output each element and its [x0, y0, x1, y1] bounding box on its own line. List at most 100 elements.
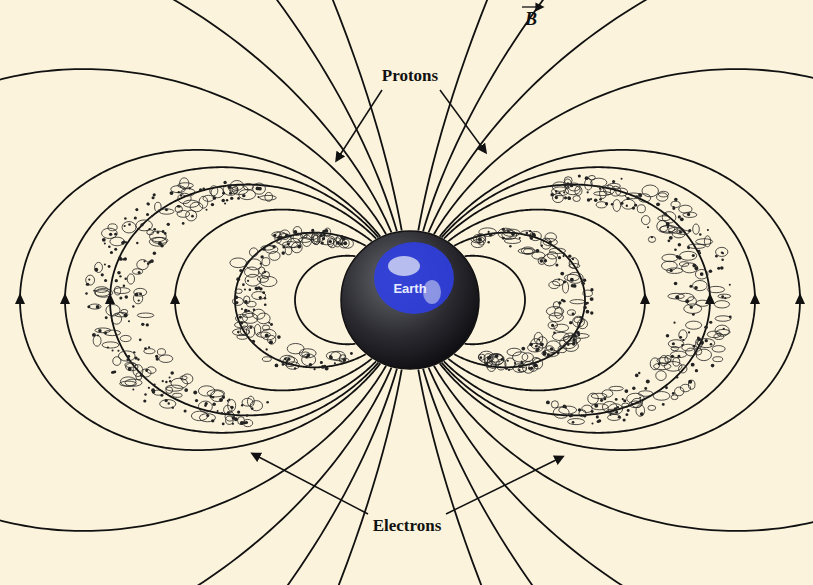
spiral-loop — [239, 189, 256, 199]
particle-dot — [691, 363, 695, 367]
spiral-loop — [653, 392, 670, 401]
particle-dot — [184, 410, 187, 413]
particle-dot — [210, 395, 213, 398]
particle-dot — [300, 233, 302, 235]
spiral-loop — [180, 376, 187, 380]
spiral-loop — [549, 281, 560, 288]
spiral-loop — [693, 280, 708, 290]
spiral-loop — [570, 300, 585, 304]
particle-dot — [321, 241, 324, 244]
particle-dot — [690, 306, 693, 309]
spiral-loop — [654, 363, 671, 370]
particle-dot — [195, 399, 198, 402]
spiral-loop — [133, 293, 142, 304]
particle-dot — [284, 358, 287, 361]
spiral-loop — [579, 410, 586, 417]
spiral-loop — [244, 267, 258, 277]
radiation-belts — [85, 174, 731, 426]
particle-dot — [146, 202, 149, 205]
particle-dot — [109, 233, 112, 236]
particle-dot — [245, 421, 248, 424]
particle-dot — [596, 415, 599, 418]
particle-dot — [567, 196, 570, 199]
particle-dot — [639, 397, 641, 399]
particle-dot — [561, 299, 564, 302]
particle-dot — [221, 199, 225, 203]
particle-dot — [535, 345, 538, 348]
spiral-loop — [714, 301, 729, 308]
spiral-loop — [244, 183, 254, 190]
particle-dot — [615, 398, 618, 401]
spiral-loop — [146, 367, 156, 374]
spiral-loop — [178, 183, 194, 188]
field-line — [0, 0, 391, 585]
particle-dot — [162, 230, 165, 233]
spiral-loop — [686, 348, 697, 356]
spiral-loop — [233, 297, 244, 305]
particle-dot — [568, 197, 571, 200]
particle-dot — [256, 186, 260, 190]
particle-dot — [586, 310, 590, 314]
particle-dot — [644, 387, 647, 390]
particle-dot — [666, 334, 670, 338]
particle-dot — [558, 279, 560, 281]
spiral-loop — [548, 322, 557, 329]
spiral-loop — [671, 201, 680, 207]
particle-dot — [138, 271, 141, 274]
spiral-loop — [210, 391, 224, 402]
spiral-loop — [339, 239, 350, 248]
particle-dot — [674, 198, 678, 202]
particle-dot — [205, 209, 207, 211]
particle-dot — [268, 322, 270, 324]
particle-dot — [104, 243, 106, 245]
particle-dot — [184, 388, 188, 392]
particle-dot — [230, 197, 233, 200]
particle-dot — [678, 243, 681, 246]
spiral-loop — [157, 349, 165, 356]
particle-dot — [112, 349, 114, 351]
spiral-loop — [704, 236, 710, 247]
particle-dot — [217, 410, 219, 412]
field-arrow — [170, 293, 180, 304]
particle-dot — [656, 202, 660, 206]
particle-label: Protons — [379, 66, 441, 86]
field-line — [0, 69, 386, 531]
particle-dot — [167, 223, 170, 226]
spiral-loop — [111, 314, 121, 325]
particle-dot — [594, 404, 598, 408]
spiral-loop — [542, 350, 559, 357]
spiral-loop — [513, 364, 527, 373]
spiral-loop — [488, 354, 503, 362]
spiral-loop — [552, 187, 569, 196]
spiral-loop — [280, 230, 290, 240]
particle-dot — [124, 225, 126, 227]
particle-dot — [568, 254, 571, 257]
particle-dot — [137, 358, 139, 360]
particle-dot — [572, 334, 574, 336]
spiral-loop — [658, 216, 671, 221]
particle-dot — [143, 399, 146, 402]
particle-dot — [615, 411, 618, 414]
particle-dot — [692, 313, 695, 316]
spiral-loop — [609, 386, 623, 390]
spiral-loop — [228, 400, 236, 412]
spiral-loop — [545, 233, 556, 242]
particle-dot — [249, 289, 252, 292]
particle-dot — [101, 273, 104, 276]
particle-dot — [507, 360, 509, 362]
particle-dot — [87, 305, 90, 308]
spiral-loop — [543, 254, 557, 266]
spiral-loop — [249, 248, 257, 257]
spiral-loop — [226, 416, 234, 424]
particle-dot — [119, 275, 121, 277]
particle-dot — [144, 347, 147, 350]
particle-dot — [563, 191, 565, 193]
particle-dot — [151, 215, 153, 217]
particle-dot — [521, 347, 525, 351]
particle-dot — [586, 302, 589, 305]
particle-dot — [247, 280, 249, 282]
spiral-loop — [256, 332, 270, 337]
particle-dot — [669, 236, 673, 240]
particle-dot — [480, 356, 483, 359]
particle-dot — [530, 367, 533, 370]
